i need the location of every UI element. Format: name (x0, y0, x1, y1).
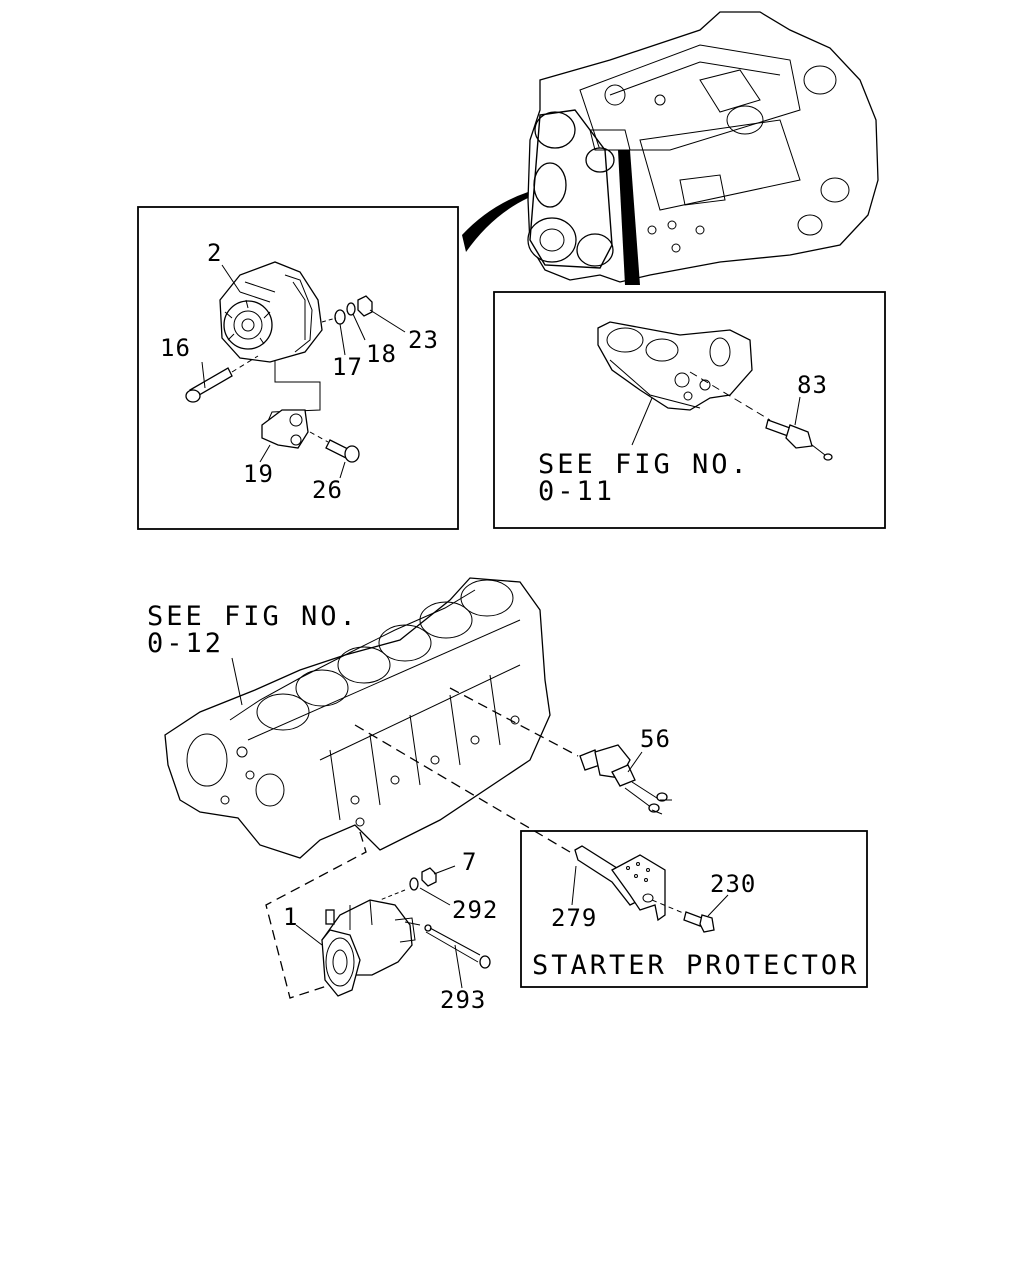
starter-protector-title: STARTER PROTECTOR (532, 950, 859, 981)
sensor-56-illustration (579, 744, 672, 815)
callout-26: 26 (312, 476, 343, 504)
alternator-illustration (185, 261, 406, 479)
callout-83: 83 (797, 371, 828, 399)
callout-18: 18 (366, 340, 397, 368)
sensor-inset-frame (493, 291, 886, 529)
callout-293: 293 (440, 986, 486, 1014)
callout-16: 16 (160, 334, 191, 362)
callout-19: 19 (243, 460, 274, 488)
alternator-inset-frame (137, 206, 459, 530)
callout-230: 230 (710, 870, 756, 898)
see-fig-0-11-line1: SEE FIG NO. (538, 449, 750, 480)
callout-279: 279 (551, 904, 597, 932)
callout-1: 1 (283, 903, 298, 931)
callout-17: 17 (332, 353, 363, 381)
callout-2: 2 (207, 239, 222, 267)
starter-protector-illustration (571, 845, 729, 933)
callout-56: 56 (640, 725, 671, 753)
starter-illustration (295, 865, 491, 997)
see-fig-0-11-line2: 0-11 (538, 476, 615, 507)
callout-292: 292 (452, 896, 498, 924)
see-fig-0-12-line1: SEE FIG NO. (147, 601, 359, 632)
engine-overview-illustration (462, 11, 879, 285)
sensor-illustration (597, 321, 833, 461)
starter-protector-inset-frame (520, 830, 868, 988)
callout-23: 23 (408, 326, 439, 354)
starter-mount-dashed-outline (265, 831, 367, 999)
leader-to-sensor-56 (449, 687, 579, 757)
callout-7: 7 (462, 848, 477, 876)
cylinder-block-illustration (164, 577, 551, 859)
see-fig-0-12-line2: 0-12 (147, 628, 224, 659)
